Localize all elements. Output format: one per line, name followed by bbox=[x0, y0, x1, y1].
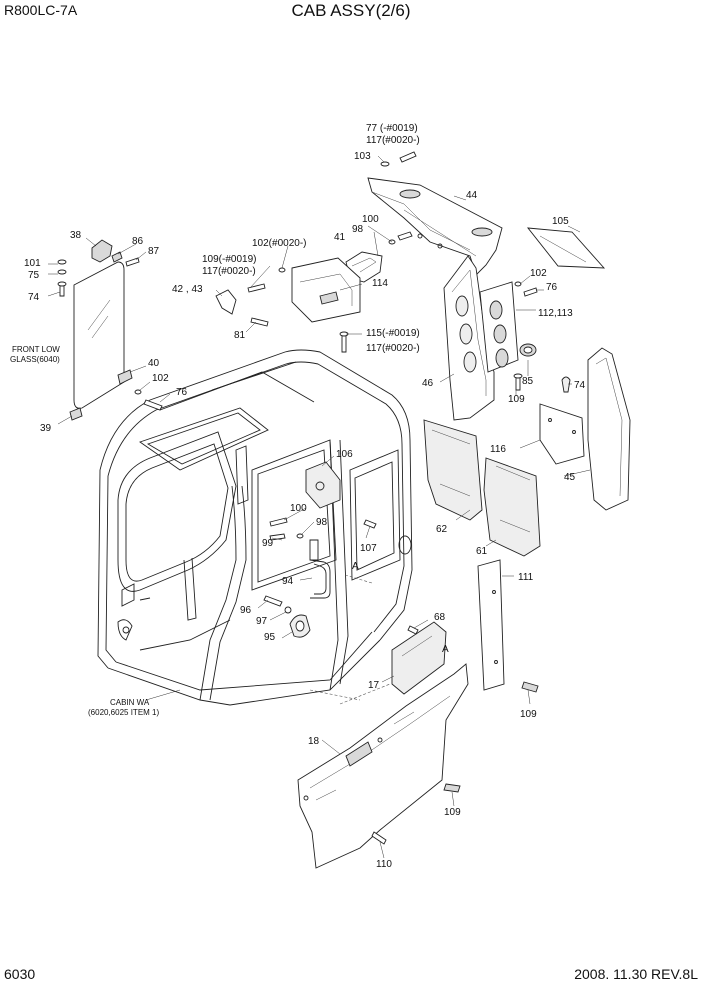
callout-95: 95 bbox=[264, 632, 276, 643]
callout-76-a: 76 bbox=[546, 282, 558, 293]
callout-109-b: 109 bbox=[508, 394, 525, 405]
callout-75: 75 bbox=[28, 270, 40, 281]
callout-111: 111 bbox=[518, 572, 534, 583]
callout-46: 46 bbox=[422, 378, 434, 389]
callout-41: 41 bbox=[334, 232, 346, 243]
callout-45: 45 bbox=[564, 472, 576, 483]
rear-cover-45 bbox=[539, 347, 631, 511]
callout-A-1: A bbox=[352, 561, 359, 572]
callout-98-b: 98 bbox=[316, 517, 328, 528]
callout-102-b: 102 bbox=[530, 268, 547, 279]
callout-39: 39 bbox=[40, 423, 52, 434]
callout-76-b: 76 bbox=[176, 387, 188, 398]
callout-117-b: 117(#0020-) bbox=[202, 266, 256, 277]
callout-85: 85 bbox=[522, 376, 534, 387]
callout-18: 18 bbox=[308, 736, 320, 747]
callout-103: 103 bbox=[354, 151, 371, 162]
callout-107: 107 bbox=[360, 543, 377, 554]
callout-101: 101 bbox=[24, 258, 41, 269]
part-labels: 77 (-#0019) 117(#0020-) 103 44 105 100 9… bbox=[10, 123, 586, 870]
leader-lines bbox=[47, 155, 591, 859]
callout-87: 87 bbox=[148, 246, 160, 257]
callout-86: 86 bbox=[132, 236, 144, 247]
door-lock-parts bbox=[263, 461, 377, 638]
callout-61: 61 bbox=[476, 546, 488, 557]
callout-17: 17 bbox=[368, 680, 380, 691]
revision-date: 2008. 11.30 REV.8L bbox=[574, 966, 698, 982]
callout-44: 44 bbox=[466, 190, 478, 201]
mats-61-62 bbox=[423, 419, 541, 557]
callout-38: 38 bbox=[70, 230, 82, 241]
callout-114: 114 bbox=[372, 278, 388, 289]
callout-109-a: 109(-#0019) bbox=[202, 254, 256, 265]
cabin-frame bbox=[97, 349, 413, 706]
callout-62: 62 bbox=[436, 524, 448, 535]
callout-74-b: 74 bbox=[28, 292, 40, 303]
callout-115: 115(-#0019) bbox=[366, 328, 420, 339]
strip-111 bbox=[477, 559, 539, 693]
cabin-wa-label-1: CABIN WA bbox=[110, 698, 150, 707]
callout-81: 81 bbox=[234, 330, 246, 341]
front-low-glass-label-1: FRONT LOW bbox=[12, 345, 60, 354]
callout-68: 68 bbox=[434, 612, 446, 623]
callout-116: 116 bbox=[490, 444, 506, 455]
callout-42-43: 42 , 43 bbox=[172, 284, 203, 295]
callout-100-a: 100 bbox=[362, 214, 379, 225]
callout-102-c: 102 bbox=[152, 373, 169, 384]
callout-77: 77 (-#0019) bbox=[366, 123, 418, 134]
callout-106: 106 bbox=[336, 449, 353, 460]
callout-74-a: 74 bbox=[574, 380, 586, 391]
callout-96: 96 bbox=[240, 605, 252, 616]
callout-109-d: 109 bbox=[444, 807, 461, 818]
callout-A-2: A bbox=[442, 644, 449, 655]
bracket-41-and-panel-114 bbox=[215, 251, 383, 353]
model-number: R800LC-7A bbox=[4, 2, 78, 18]
callout-100-b: 100 bbox=[290, 503, 307, 514]
page-title: CAB ASSY(2/6) bbox=[291, 1, 411, 20]
callout-117-a: 117(#0020-) bbox=[366, 135, 420, 146]
page-number: 6030 bbox=[4, 966, 36, 982]
front-low-glass bbox=[57, 239, 163, 421]
callout-105: 105 bbox=[552, 216, 569, 227]
pillar-cover-46 bbox=[443, 255, 571, 421]
callout-40: 40 bbox=[148, 358, 160, 369]
callout-94: 94 bbox=[282, 576, 294, 587]
cabin-wa-label-2: (6020,6025 ITEM 1) bbox=[88, 708, 159, 717]
front-low-glass-label-2: GLASS(6040) bbox=[10, 355, 60, 364]
callout-98-a: 98 bbox=[352, 224, 364, 235]
callout-99: 99 bbox=[262, 538, 274, 549]
overhead-console-44 bbox=[367, 151, 606, 276]
side-console-17-18 bbox=[297, 621, 469, 869]
callout-97: 97 bbox=[256, 616, 268, 627]
callout-112-113: 112,113 bbox=[538, 308, 573, 319]
callout-102-a: 102(#0020-) bbox=[252, 238, 306, 249]
callout-117-c: 117(#0020-) bbox=[366, 343, 420, 354]
callout-110: 110 bbox=[376, 859, 392, 870]
callout-109-c: 109 bbox=[520, 709, 537, 720]
